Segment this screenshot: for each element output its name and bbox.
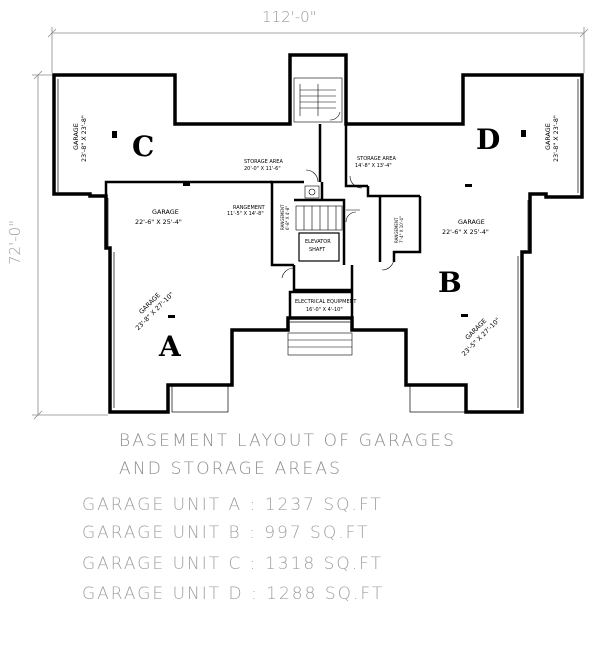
unit-a-label: A (158, 330, 182, 363)
core-stair (295, 185, 360, 262)
svg-text:23'-8" X 23'-8": 23'-8" X 23'-8" (552, 115, 560, 162)
door-swings (281, 111, 395, 279)
posts (112, 130, 526, 318)
storage-right-size: 14'-8" X 13'-4" (355, 163, 392, 169)
svg-text:23'-8" X 23'-8": 23'-8" X 23'-8" (80, 115, 88, 162)
garage-c-lower-size: 22'-6" X 25'-4" (135, 218, 182, 226)
area-unit-c: GARAGE UNIT C : 1318 SQ.FT (82, 554, 384, 574)
interior-walls (104, 124, 422, 318)
unit-b-label: B (438, 266, 462, 299)
elevator-label: ELEVATOR (305, 239, 331, 245)
floor-plan: 112'-0" 72'-0" (6, 8, 589, 420)
entry-stair (287, 332, 353, 356)
storage-right-title: STORAGE AREA (357, 156, 396, 162)
garage-c-lower-title: GARAGE (152, 208, 179, 216)
garage-d-lower-size: 22'-6" X 25'-4" (442, 228, 489, 236)
overall-depth-label: 72'-0" (6, 220, 24, 265)
electrical-size: 16'-0" X 4'-10" (306, 307, 343, 313)
storage-left-size: 20'-0" X 11'-6" (244, 166, 281, 172)
window-strips (57, 79, 579, 413)
unit-d-label: D (476, 123, 500, 156)
area-unit-a: GARAGE UNIT A : 1237 SQ.FT (82, 495, 383, 515)
svg-text:6'-8" X 4'-8": 6'-8" X 4'-8" (285, 206, 290, 230)
shaft-label: SHAFT (309, 247, 326, 253)
rangement-small-label: RANGEMENT 6'-8" X 4'-8" (280, 204, 290, 230)
garage-a-label: GARAGE 23'-8" X 27'-10" (134, 290, 176, 332)
svg-text:RANGEMENT: RANGEMENT (394, 217, 399, 243)
svg-text:RANGEMENT: RANGEMENT (280, 204, 285, 230)
garage-d-lower-title: GARAGE (458, 218, 485, 226)
rangement-left-title: RANGEMENT (233, 205, 266, 211)
garage-c-upper-label: GARAGE 23'-8" X 23'-8" (72, 115, 88, 162)
storage-left-title: STORAGE AREA (244, 159, 283, 165)
svg-text:7'-4" X 10'-4": 7'-4" X 10'-4" (399, 216, 404, 243)
rangement-left-size: 11'-5" X 14'-8" (227, 211, 264, 217)
svg-text:GARAGE: GARAGE (72, 123, 80, 150)
rangement-right-label: RANGEMENT 7'-4" X 10'-4" (394, 216, 404, 243)
garage-b-label: GARAGE 23'-5" X 27'-10" (460, 316, 502, 358)
area-unit-b: GARAGE UNIT B : 997 SQ.FT (82, 523, 370, 543)
unit-c-label: C (132, 130, 154, 163)
caption-line-1: BASEMENT LAYOUT OF GARAGES (119, 431, 457, 451)
width-dimension (47, 27, 589, 73)
caption-line-2: AND STORAGE AREAS (119, 459, 343, 479)
svg-text:GARAGE: GARAGE (544, 123, 552, 150)
electrical-title: ELECTRICAL EQUIPMENT (295, 299, 357, 305)
depth-dimension (32, 70, 108, 420)
garage-d-upper-label: GARAGE 23'-8" X 23'-8" (544, 115, 560, 162)
area-unit-d: GARAGE UNIT D : 1288 SQ.FT (82, 584, 385, 604)
top-stairwell (293, 77, 343, 123)
overall-width-label: 112'-0" (262, 8, 317, 26)
